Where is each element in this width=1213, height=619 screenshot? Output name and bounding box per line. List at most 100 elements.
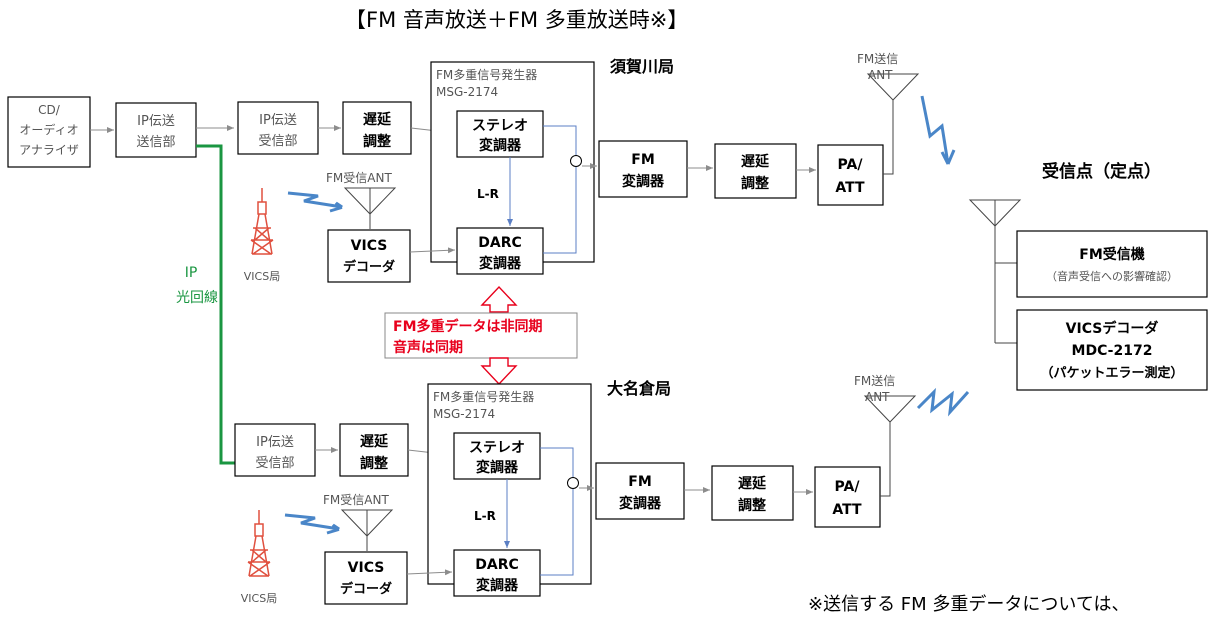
vics-decoder-box: VICS デコーダ <box>327 229 411 283</box>
pa-label-2: ATT <box>835 180 865 196</box>
fm-rx-ant-label: FM受信ANT <box>326 171 392 185</box>
vics-dec-to-darc-arrow <box>406 569 453 576</box>
ip-rx-label-2: 受信部 <box>255 456 294 471</box>
fm-tx-ant-label-1: FM送信 <box>854 373 895 388</box>
sync-note-box: FM多重データは非同期 音声は同期 <box>384 312 578 359</box>
lr-label: L-R <box>474 509 496 523</box>
sync-down-arrow <box>480 357 518 386</box>
combiner-circle <box>567 477 579 489</box>
msg-title-1: FM多重信号発生器 <box>436 68 537 82</box>
ip-rx-label-1: IP伝送 <box>259 113 297 128</box>
delay2-label-2: 調整 <box>738 497 767 514</box>
pa-label-2: ATT <box>832 502 862 518</box>
fm-receiver-label-1: FM受信機 <box>1079 246 1145 263</box>
darc-label-2: 変調器 <box>479 255 522 272</box>
diagram-title: 【FM 音声放送＋FM 多重放送時※】 <box>345 8 688 32</box>
fm-tx-ant-label-2: ANT <box>868 68 893 82</box>
stereo-label-1: ステレオ <box>469 440 525 456</box>
ip-rx-label-1: IP伝送 <box>256 435 294 450</box>
vics-decoder-receiver-box: VICSデコーダ MDC-2172 （パケットエラー測定） <box>1016 309 1208 391</box>
pa-to-tx-antenna-line <box>883 98 894 175</box>
fm-mod-label-1: FM <box>628 474 652 490</box>
delay-adjust-box-2: 遅延 調整 <box>714 143 797 199</box>
delay-adjust-box-1: 遅延 調整 <box>342 101 412 155</box>
footnote: ※送信する FM 多重データについては、 <box>808 594 1130 615</box>
tx-radio-wave-2 <box>916 387 970 417</box>
vics-dec-label-1: VICS <box>351 238 388 254</box>
cd-audio-analyzer-box: CD/ オーディオ アナライザ <box>7 96 91 168</box>
delay1-label-2: 調整 <box>363 133 392 150</box>
vics-decoder-box: VICS デコーダ <box>324 551 408 605</box>
sync-note-line-2: 音声は同期 <box>393 339 463 356</box>
vics-tower: VICS局 <box>241 510 277 605</box>
ip-rx-label-2: 受信部 <box>258 134 297 149</box>
fm-tx-antenna <box>866 73 920 101</box>
vics-receiver-label-2: MDC-2172 <box>1072 343 1153 359</box>
ip-transmitter-box: IP伝送 送信部 <box>115 102 197 158</box>
stereo-label-2: 変調器 <box>479 137 522 154</box>
pa-to-tx-antenna-line <box>880 420 891 497</box>
delay2-label-2: 調整 <box>741 175 770 192</box>
ip-link-label-2: 光回線 <box>176 290 218 306</box>
vics-radio-wave <box>287 191 343 213</box>
fm-rx-antenna <box>343 187 397 229</box>
lr-label: L-R <box>477 187 499 201</box>
fm-rx-ant-label: FM受信ANT <box>323 493 389 507</box>
vics-tower: VICS局 <box>244 188 280 283</box>
cd-label-2: オーディオ <box>19 122 78 137</box>
darc-label-2: 変調器 <box>476 577 519 594</box>
msg-title-2: MSG-2174 <box>436 85 498 99</box>
stereo-modulator-box: ステレオ 変調器 <box>453 432 541 480</box>
darc-to-combiner-line <box>540 487 574 576</box>
fm-modulator-box: FM 変調器 <box>595 462 685 520</box>
vics-receiver-label-3: （パケットエラー測定） <box>1040 365 1183 381</box>
pa-label-1: PA/ <box>838 157 864 173</box>
delay1-label-2: 調整 <box>360 455 389 472</box>
stereo-label-2: 変調器 <box>476 459 519 476</box>
fm-tx-ant-label-2: ANT <box>865 390 890 404</box>
ip-link-label-1: IP <box>185 265 198 281</box>
fm-tx-ant-label-1: FM送信 <box>857 51 898 66</box>
ip-receiver-box: IP伝送 受信部 <box>237 101 319 155</box>
ip-tx-label-1: IP伝送 <box>137 114 175 129</box>
vics-station-label: VICS局 <box>244 270 280 283</box>
station-name: 大名倉局 <box>607 379 671 398</box>
vics-dec-label-2: デコーダ <box>343 259 395 275</box>
ip-tx-label-2: 送信部 <box>136 135 175 150</box>
fm-receiver-label-2: （音声受信への影響確認） <box>1046 269 1178 283</box>
delay1-label-1: 遅延 <box>363 111 392 128</box>
station-onagura-content: 大名倉局 IP伝送 受信部 遅延 調整 FM多重信号発生器 MSG-2174 ス… <box>234 373 917 605</box>
msg-title-1: FM多重信号発生器 <box>433 390 534 404</box>
pa-att-box: PA/ ATT <box>814 466 881 528</box>
pa-att-box: PA/ ATT <box>817 144 884 206</box>
delay2-label-1: 遅延 <box>738 475 767 492</box>
darc-to-combiner-line <box>543 165 577 254</box>
cd-label-1: CD/ <box>38 103 61 117</box>
fm-mod-label-2: 変調器 <box>619 495 662 512</box>
fm-mod-label-2: 変調器 <box>622 173 665 190</box>
ip-receiver-box: IP伝送 受信部 <box>234 423 316 477</box>
receiver-antenna <box>968 199 1022 344</box>
delay1-label-1: 遅延 <box>360 433 389 450</box>
sync-note-line-1: FM多重データは非同期 <box>393 318 543 335</box>
msg-title-2: MSG-2174 <box>433 407 495 421</box>
fm-tx-antenna <box>863 395 917 423</box>
stereo-modulator-box: ステレオ 変調器 <box>456 110 544 158</box>
pa-label-1: PA/ <box>835 479 861 495</box>
vics-dec-label-1: VICS <box>348 560 385 576</box>
combiner-circle <box>570 155 582 167</box>
vics-dec-to-darc-arrow <box>409 247 456 254</box>
fm-modulator-box: FM 変調器 <box>598 140 688 198</box>
delay2-label-1: 遅延 <box>741 153 770 170</box>
station-sukagawa: 須賀川局 IP伝送 受信部 遅延 調整 FM多重信号発生器 MSG-2174 ス… <box>237 51 920 283</box>
stereo-label-1: ステレオ <box>472 118 528 134</box>
delay-adjust-box-1: 遅延 調整 <box>339 423 409 477</box>
cd-label-3: アナライザ <box>19 143 79 157</box>
vics-receiver-label-1: VICSデコーダ <box>1066 320 1159 337</box>
delay-adjust-box-2: 遅延 調整 <box>711 465 794 521</box>
station-onagura: 大名倉局 IP伝送 受信部 遅延 調整 FM多重信号発生器 MSG-2174 ス… <box>234 373 917 605</box>
darc-label-1: DARC <box>478 235 522 251</box>
ip-optical-link-line <box>196 144 236 465</box>
